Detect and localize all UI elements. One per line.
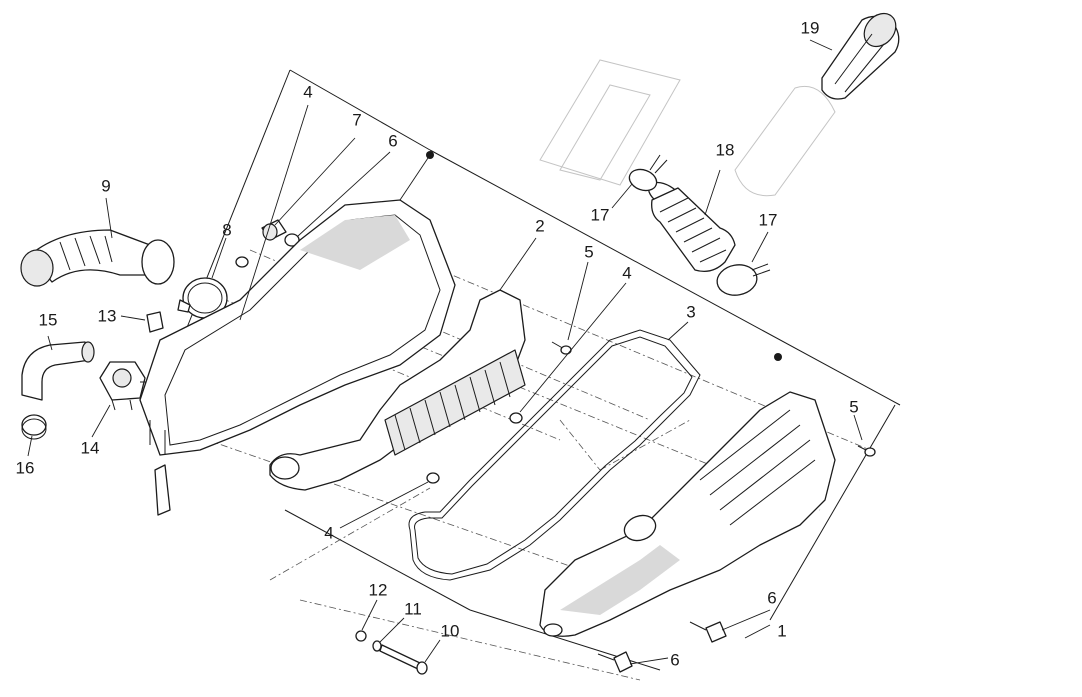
part-3-gasket <box>408 329 701 581</box>
part-13-clip <box>146 311 164 333</box>
part-2-filter <box>269 289 526 491</box>
part-label-6-bottom: 6 <box>670 650 680 670</box>
part-label-17-left: 17 <box>590 205 610 225</box>
part-label-10: 10 <box>440 621 460 641</box>
part-label-7: 7 <box>352 110 362 130</box>
part-16-spring-clip <box>21 414 47 440</box>
part-label-9: 9 <box>101 176 111 196</box>
part-11-washer <box>372 640 382 652</box>
part-label-4-mid: 4 <box>622 263 632 283</box>
part-label-4-top: 4 <box>303 82 313 102</box>
part-label-4-bottom: 4 <box>324 523 334 543</box>
part-label-1: 1 <box>777 621 787 641</box>
bullet-markers <box>426 151 782 361</box>
part-1-front-cover <box>539 391 836 637</box>
part-14-valve <box>99 361 152 411</box>
part-6-upper-clip <box>284 233 300 247</box>
part-19-snorkel <box>821 12 900 100</box>
part-label-5-right: 5 <box>849 397 859 417</box>
part-label-19: 19 <box>800 18 820 38</box>
part-9-intake-hose <box>20 229 175 287</box>
part-label-13: 13 <box>97 306 117 326</box>
part-label-2: 2 <box>535 216 545 236</box>
part-6-clips-front <box>597 621 727 673</box>
part-label-6-top: 6 <box>388 131 398 151</box>
part-4-grommet-upper <box>235 256 249 268</box>
part-label-17-right: 17 <box>758 210 778 230</box>
part-label-18: 18 <box>715 140 735 160</box>
part-15-hose <box>21 341 95 401</box>
part-17-clamps <box>628 154 771 296</box>
part-18-bellows <box>647 181 736 273</box>
part-label-5-mid: 5 <box>584 242 594 262</box>
part-label-3: 3 <box>686 302 696 322</box>
part-label-11: 11 <box>404 599 422 619</box>
leader-lines <box>27 39 863 665</box>
rear-housing <box>139 199 456 516</box>
part-label-8: 8 <box>222 220 232 240</box>
part-7-bushing <box>261 219 287 241</box>
part-5-screws <box>551 341 876 457</box>
group-frame <box>179 69 901 671</box>
part-label-6-right: 6 <box>767 588 777 608</box>
part-label-15: 15 <box>38 310 58 330</box>
part-12-washer <box>355 630 367 642</box>
part-4-grommets <box>426 412 523 484</box>
part-label-14: 14 <box>80 438 100 458</box>
ghost-outline-upper <box>539 59 836 197</box>
part-label-16: 16 <box>15 458 35 478</box>
part-label-12: 12 <box>368 580 388 600</box>
part-10-bolt <box>379 644 428 675</box>
